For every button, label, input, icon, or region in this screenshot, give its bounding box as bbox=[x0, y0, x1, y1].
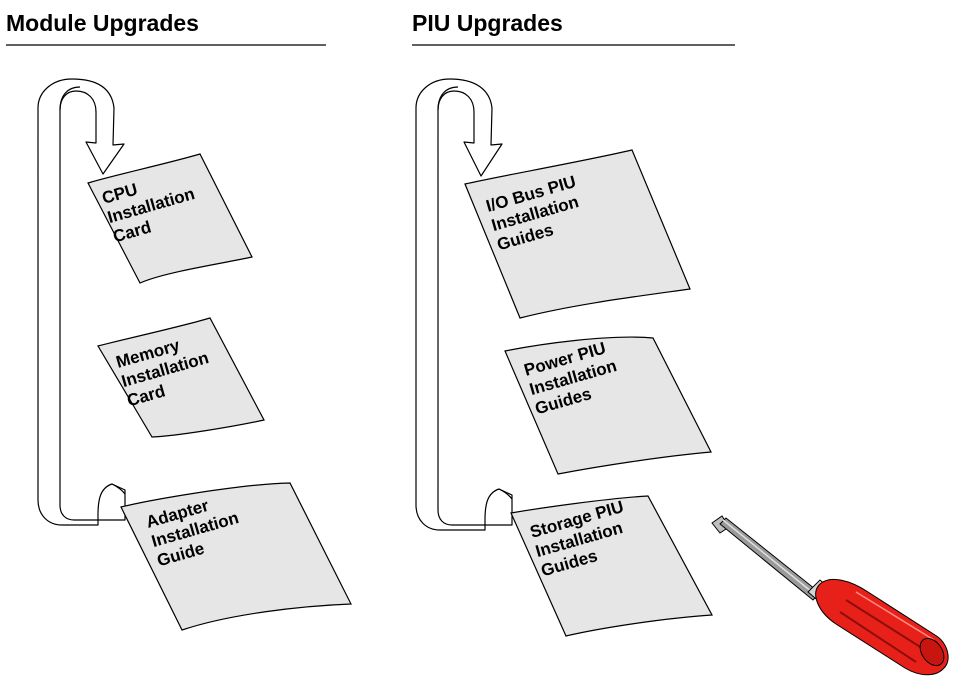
loop-arrow-icon bbox=[415, 78, 513, 531]
screwdriver-icon bbox=[711, 515, 949, 676]
power-piu-installation-guides: Power PIU Installation Guides bbox=[504, 336, 712, 475]
piu-upgrades-title: PIU Upgrades bbox=[412, 10, 563, 36]
svg-text:Storage PIU Installation: Storage PIU Installation Guides bbox=[528, 496, 641, 581]
storage-piu-installation-guides: Storage PIU Installation Guides bbox=[510, 495, 713, 637]
adapter-installation-guide: Adapter Installation Guide bbox=[120, 482, 352, 631]
memory-installation-card: Memory Installation Card bbox=[97, 317, 265, 438]
cpu-installation-card: CPU Installation Card bbox=[87, 153, 253, 284]
loop-arrow-icon bbox=[37, 78, 126, 526]
io-bus-piu-installation-guides: I/O Bus PIU Installation Guides bbox=[464, 149, 691, 319]
module-upgrades-title: Module Upgrades bbox=[6, 10, 199, 36]
